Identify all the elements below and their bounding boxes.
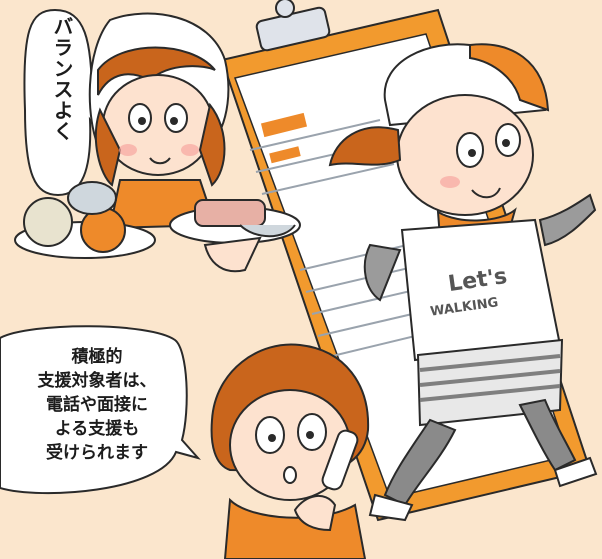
speech-text-support: 積極的 支援対象者は、 電話や面接に よる支援も 受けられます — [18, 345, 176, 465]
speech-line: 積極的 — [71, 347, 123, 367]
speech-text-balance: バランスよく — [50, 16, 74, 142]
speech-line: 電話や面接に — [46, 395, 148, 415]
woman-on-phone — [210, 343, 370, 559]
speech-line: よる支援も — [54, 419, 140, 439]
speech-bubble-top — [23, 8, 111, 197]
speech-line: 支援対象者は、 — [37, 371, 157, 391]
woman-cook — [14, 12, 301, 273]
woman-walking — [328, 43, 598, 522]
speech-line: 受けられます — [46, 443, 148, 463]
speech-bubble-left — [0, 325, 201, 495]
